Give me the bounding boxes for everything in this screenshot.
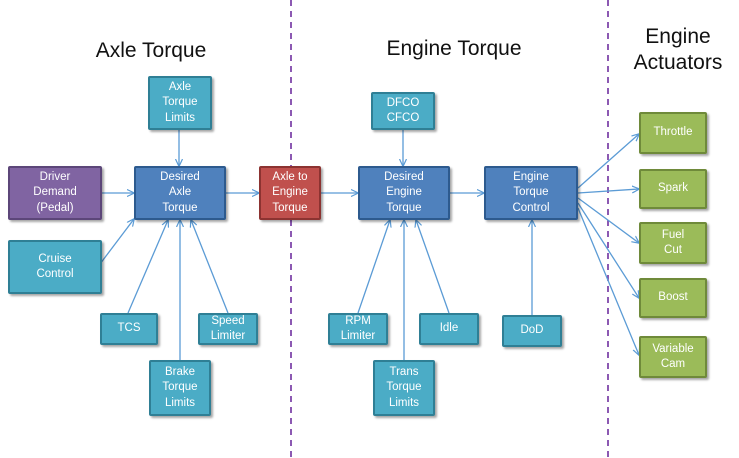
arrow-speed-limiter-to-desired-axle: [191, 220, 229, 314]
box-label-line: Axle: [168, 186, 192, 199]
box-label-line: Control: [512, 201, 550, 214]
arrow-control-to-throttle: [577, 134, 639, 189]
section-heading-axle-torque: Axle Torque: [95, 39, 207, 62]
box-label-line: RPM: [345, 314, 371, 327]
box-label-line: Cut: [664, 244, 682, 256]
box-label-line: Axle: [168, 80, 192, 93]
arrow-control-to-spark: [577, 189, 639, 194]
heading-line: Engine: [645, 25, 711, 48]
spark-actuator-box: Spark: [639, 169, 707, 209]
arrow-tcs-to-desired-axle: [127, 220, 168, 314]
idle-box: Idle: [419, 313, 479, 345]
box-label-line: DFCO: [386, 96, 420, 109]
box-label-line: Driver: [39, 170, 71, 183]
box-label-line: Cruise: [38, 252, 72, 265]
box-label-line: Boost: [658, 291, 688, 304]
box-label-line: (Pedal): [36, 201, 74, 214]
box-label-line: Torque: [513, 186, 549, 199]
arrow-rpm-limiter-to-desired-engine: [357, 220, 390, 314]
box-label-line: Axle to: [272, 170, 308, 183]
box-label-line: Limits: [388, 396, 420, 409]
arrow-control-to-variable-cam: [577, 207, 639, 355]
box-label-line: Torque: [162, 96, 198, 109]
box-label-line: Brake: [164, 365, 196, 378]
box-label-line: TCS: [117, 322, 141, 335]
box-label-line: Torque: [162, 381, 198, 394]
box-label-line: Torque: [386, 381, 422, 394]
dfco-cfco-box: DFCO CFCO: [371, 92, 435, 130]
box-label-line: Desired: [384, 170, 424, 183]
box-label-line: Cam: [660, 358, 686, 370]
box-label-line: Throttle: [653, 126, 693, 139]
box-label-line: Torque: [272, 201, 308, 214]
throttle-actuator-box: Throttle: [639, 112, 707, 154]
arrow-control-to-boost: [577, 202, 639, 298]
box-label-line: Control: [36, 268, 74, 280]
box-label-line: Fuel: [661, 228, 685, 241]
box-label-line: Limits: [164, 396, 196, 409]
box-label-line: Trans: [389, 365, 419, 378]
box-label-line: Desired: [160, 170, 200, 183]
box-label-line: DoD: [520, 324, 544, 337]
heading-line: Actuators: [633, 51, 723, 74]
rpm-limiter-box: RPM Limiter: [328, 313, 388, 345]
arrow-control-to-fuel-cut: [577, 197, 639, 243]
box-label-line: Spark: [657, 182, 689, 195]
box-label-line: Limits: [164, 111, 196, 124]
box-label-line: Torque: [162, 201, 198, 214]
box-label-line: Variable: [652, 342, 694, 355]
box-label-line: Engine: [386, 186, 422, 199]
section-heading-engine-torque: Engine Torque: [386, 37, 522, 60]
box-label-line: Speed: [211, 314, 245, 327]
box-label-line: Idle: [439, 322, 459, 335]
tcs-box: TCS: [100, 313, 158, 345]
box-label-line: Torque: [386, 201, 422, 214]
arrow-idle-to-desired-engine: [416, 220, 450, 314]
boost-actuator-box: Boost: [639, 278, 707, 318]
box-label-line: Demand: [33, 186, 77, 199]
arrow-cruise-to-desired-axle: [99, 219, 134, 265]
section-heading-engine-actuators: Engine Actuators: [623, 24, 733, 76]
box-label-line: Engine: [272, 186, 308, 199]
box-label-line: CFCO: [386, 112, 420, 124]
box-label-line: Limiter: [340, 330, 376, 342]
dod-box: DoD: [502, 315, 562, 347]
box-label-line: Limiter: [210, 330, 246, 342]
box-label-line: Engine: [513, 170, 549, 183]
